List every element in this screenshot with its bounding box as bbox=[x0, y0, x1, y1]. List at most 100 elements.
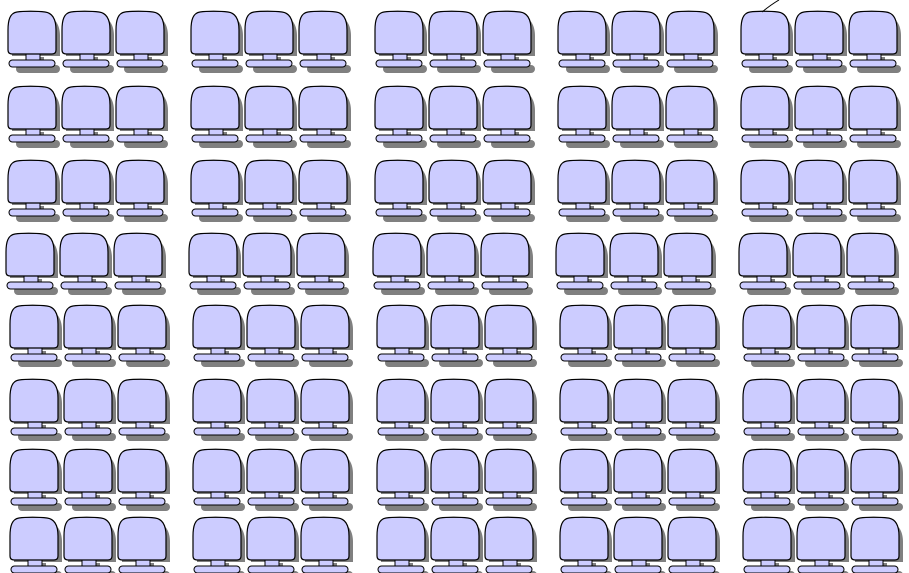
annotation-layer bbox=[762, 0, 779, 12]
seat bbox=[64, 305, 116, 367]
seat bbox=[62, 160, 114, 222]
seat-group-r4-c3 bbox=[373, 233, 533, 295]
seat-group-r1-c3 bbox=[375, 11, 535, 73]
seat bbox=[741, 160, 793, 222]
seat bbox=[193, 449, 245, 511]
seat bbox=[114, 233, 166, 295]
seat bbox=[797, 379, 849, 441]
seat bbox=[797, 449, 849, 511]
seat bbox=[6, 233, 58, 295]
seat bbox=[795, 86, 847, 148]
seat bbox=[297, 233, 349, 295]
seat bbox=[795, 11, 847, 73]
seat bbox=[377, 517, 429, 573]
seat-group-r4-c5 bbox=[739, 233, 899, 295]
seat-group-r8-c5 bbox=[743, 517, 903, 573]
seat bbox=[10, 449, 62, 511]
seat bbox=[375, 160, 427, 222]
seat bbox=[193, 517, 245, 573]
seat bbox=[64, 379, 116, 441]
seat bbox=[10, 379, 62, 441]
seat bbox=[666, 11, 718, 73]
seat bbox=[431, 517, 483, 573]
seat bbox=[743, 379, 795, 441]
seat-group-r6-c5 bbox=[743, 379, 903, 441]
seat-group-r1-c5 bbox=[741, 11, 901, 73]
seat bbox=[116, 11, 168, 73]
seat bbox=[558, 160, 610, 222]
seat bbox=[118, 449, 170, 511]
seat bbox=[560, 379, 612, 441]
seat bbox=[664, 233, 716, 295]
seat bbox=[666, 86, 718, 148]
seat-group-r2-c5 bbox=[741, 86, 901, 148]
seat bbox=[666, 160, 718, 222]
seat bbox=[743, 305, 795, 367]
seat bbox=[373, 233, 425, 295]
seat bbox=[851, 379, 903, 441]
seat bbox=[797, 305, 849, 367]
seat bbox=[64, 517, 116, 573]
seat bbox=[741, 86, 793, 148]
annotation-pointer-line bbox=[762, 0, 779, 12]
seat-group-r2-c3 bbox=[375, 86, 535, 148]
seat-group-r2-c2 bbox=[191, 86, 351, 148]
seat bbox=[851, 517, 903, 573]
seat bbox=[191, 86, 243, 148]
seat bbox=[10, 517, 62, 573]
seat-group-r8-c4 bbox=[560, 517, 720, 573]
seat-group-r7-c3 bbox=[377, 449, 537, 511]
seat bbox=[793, 233, 845, 295]
seat bbox=[301, 305, 353, 367]
seat bbox=[10, 305, 62, 367]
seat-group-r3-c2 bbox=[191, 160, 351, 222]
seat bbox=[116, 160, 168, 222]
seat bbox=[301, 449, 353, 511]
seat-group-r5-c3 bbox=[377, 305, 537, 367]
seat bbox=[668, 449, 720, 511]
seat bbox=[191, 160, 243, 222]
seat bbox=[612, 160, 664, 222]
seat bbox=[431, 379, 483, 441]
seat bbox=[245, 86, 297, 148]
seat bbox=[247, 517, 299, 573]
seat bbox=[429, 86, 481, 148]
seat bbox=[851, 449, 903, 511]
seat-group-r5-c5 bbox=[743, 305, 903, 367]
seat bbox=[560, 517, 612, 573]
seat bbox=[481, 233, 533, 295]
seat bbox=[612, 11, 664, 73]
seat bbox=[245, 160, 297, 222]
seat bbox=[193, 305, 245, 367]
seat bbox=[485, 305, 537, 367]
seat-group-r7-c1 bbox=[10, 449, 170, 511]
seat bbox=[193, 379, 245, 441]
seat bbox=[60, 233, 112, 295]
seat bbox=[483, 11, 535, 73]
seat bbox=[118, 379, 170, 441]
seat bbox=[743, 517, 795, 573]
seat bbox=[427, 233, 479, 295]
seat-group-r5-c2 bbox=[193, 305, 353, 367]
seat-group-r6-c2 bbox=[193, 379, 353, 441]
seat bbox=[556, 233, 608, 295]
seat bbox=[614, 305, 666, 367]
seat bbox=[8, 86, 60, 148]
seat bbox=[431, 449, 483, 511]
seat bbox=[247, 305, 299, 367]
seat-groups bbox=[6, 11, 903, 573]
seat bbox=[118, 517, 170, 573]
seat bbox=[851, 305, 903, 367]
seat-group-r6-c1 bbox=[10, 379, 170, 441]
seat bbox=[243, 233, 295, 295]
seat bbox=[301, 517, 353, 573]
seat bbox=[795, 160, 847, 222]
seat bbox=[485, 379, 537, 441]
seat-group-r3-c5 bbox=[741, 160, 901, 222]
seat bbox=[189, 233, 241, 295]
seat-group-r8-c3 bbox=[377, 517, 537, 573]
seat bbox=[483, 86, 535, 148]
seat-group-r1-c1 bbox=[8, 11, 168, 73]
seat-group-r4-c1 bbox=[6, 233, 166, 295]
